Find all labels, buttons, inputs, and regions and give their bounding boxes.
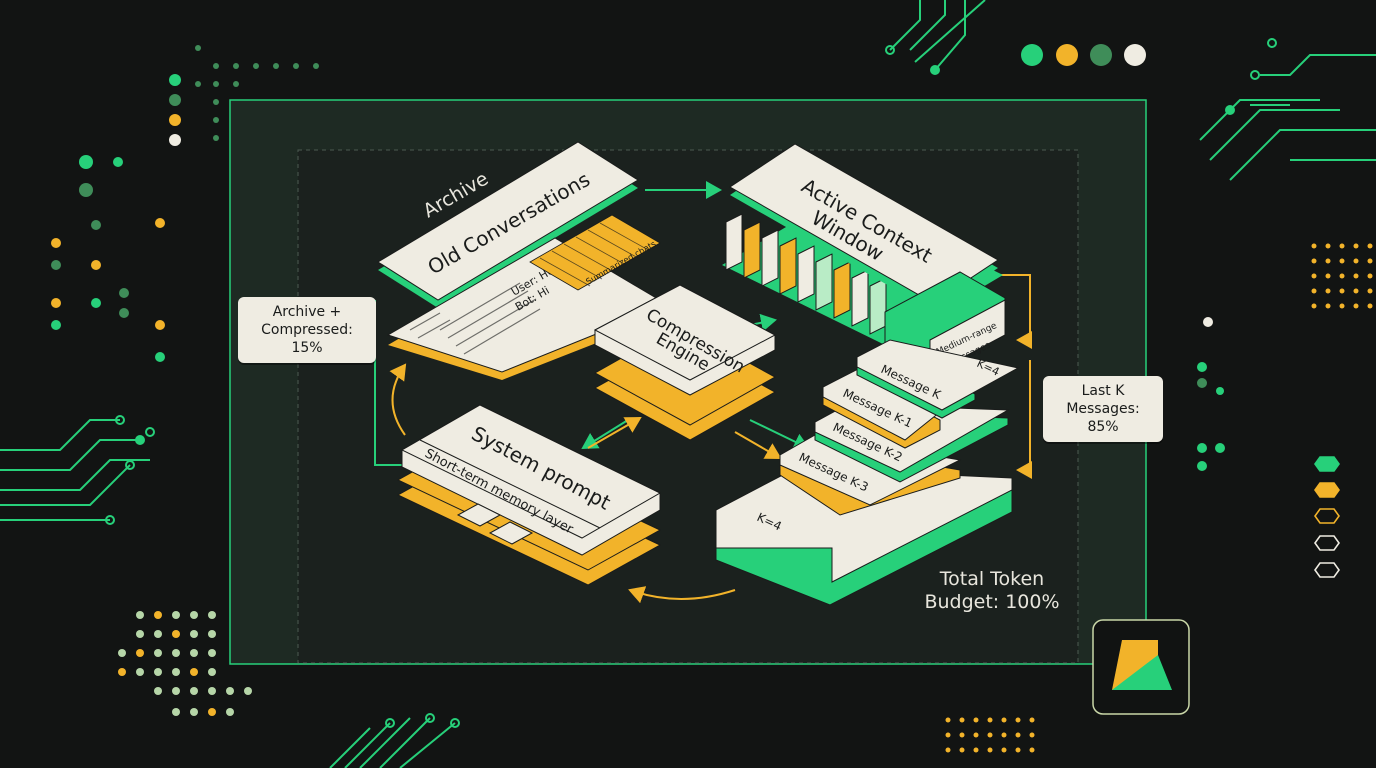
traffic-light-dot — [1056, 44, 1078, 66]
window-traffic-lights — [1021, 44, 1146, 66]
message-stack: K=4 Message K-3 Message K-2 Message K-1 … — [715, 339, 1020, 606]
app-logo-icon — [1092, 619, 1190, 715]
circuit-decoration-top — [885, 0, 1376, 181]
archive-compressed-callout: Archive + Compressed: 15% — [238, 297, 376, 363]
total-token-budget-label: Total Token Budget: 100% — [924, 568, 1060, 613]
circuit-decoration-left — [0, 415, 460, 768]
traffic-light-dot — [1021, 44, 1043, 66]
traffic-light-dot — [1090, 44, 1112, 66]
last-k-messages-callout: Last K Messages: 85% — [1043, 376, 1163, 442]
traffic-light-dot — [1124, 44, 1146, 66]
compression-engine-block: Compression Engine — [593, 284, 777, 441]
dot-grid-decoration — [51, 45, 1373, 753]
hexagon-decoration — [1314, 456, 1340, 578]
archive-block: Archive Old Conversations User: Hello Bo… — [377, 141, 670, 380]
system-prompt-block: System prompt Short-term memory layer — [396, 404, 662, 586]
active-context-block: Active Context Window Medium-range messa… — [722, 143, 1006, 376]
context-file-cards — [725, 213, 887, 335]
